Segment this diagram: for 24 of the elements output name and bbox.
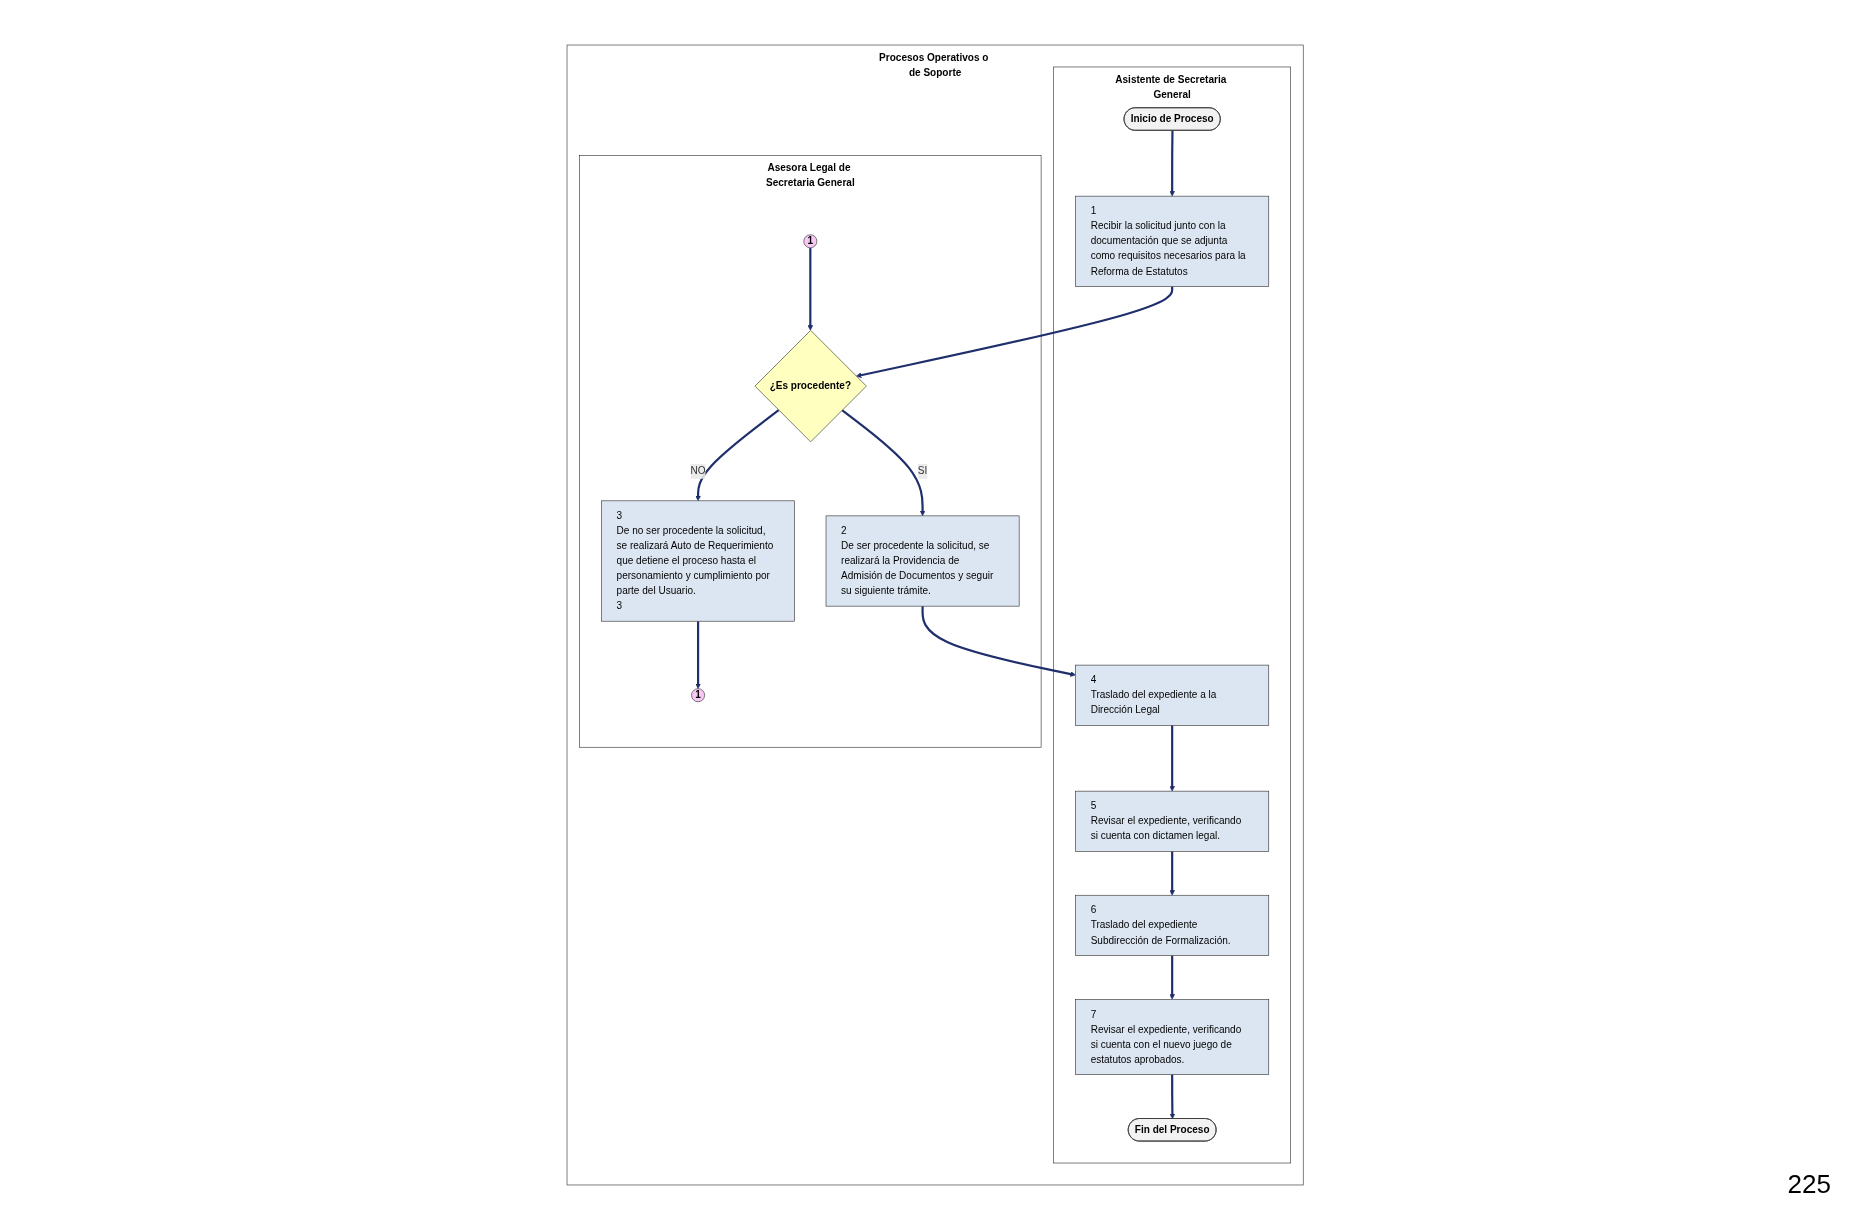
node-box: 1 Recibir la solicitud junto con la documentación que se adjunta como requisitos necesarios para la Reforma de Estatutos	[1075, 195, 1270, 287]
arrow	[921, 606, 1077, 677]
node-box: 4 Traslado del expediente a la Dirección Legal	[1075, 664, 1270, 726]
arrow	[1170, 1074, 1176, 1120]
node-circle: 1	[691, 688, 706, 703]
arrow	[695, 621, 702, 689]
arrow	[807, 247, 814, 331]
node-diamond: ¿Es procedente?	[754, 330, 868, 443]
node-box: 6 Traslado del expediente Subdirección de Formalización.	[1075, 894, 1270, 956]
arrow	[695, 409, 780, 502]
arrow	[1169, 725, 1176, 792]
arrow	[1169, 851, 1176, 896]
node-box: 5 Revisar el expediente, verificando si cuenta con dictamen legal.	[1075, 790, 1270, 852]
page-number: 225	[1787, 1169, 1831, 1200]
edge-label: NO	[690, 465, 706, 477]
node-box: 2 De ser procedente la solicitud, se realizará la Providencia de Admisión de Documentos y seguir su siguiente trámite.	[826, 515, 1020, 607]
edge-label: SI	[918, 465, 928, 477]
node-box: 3 De no ser procedente la solicitud, se realizará Auto de Requerimiento que detiene el proceso hasta el personamiento y cumplimiento por parte del Usuario. 3	[601, 500, 796, 622]
node-box: 7 Revisar el expediente, verificando si cuenta con el nuevo juego de estatutos aprobados.	[1075, 999, 1270, 1075]
arrow	[856, 286, 1174, 378]
arrow	[1169, 130, 1176, 197]
arrow	[841, 409, 926, 517]
node-circle: 1	[803, 234, 818, 249]
arrow	[1169, 955, 1176, 1000]
